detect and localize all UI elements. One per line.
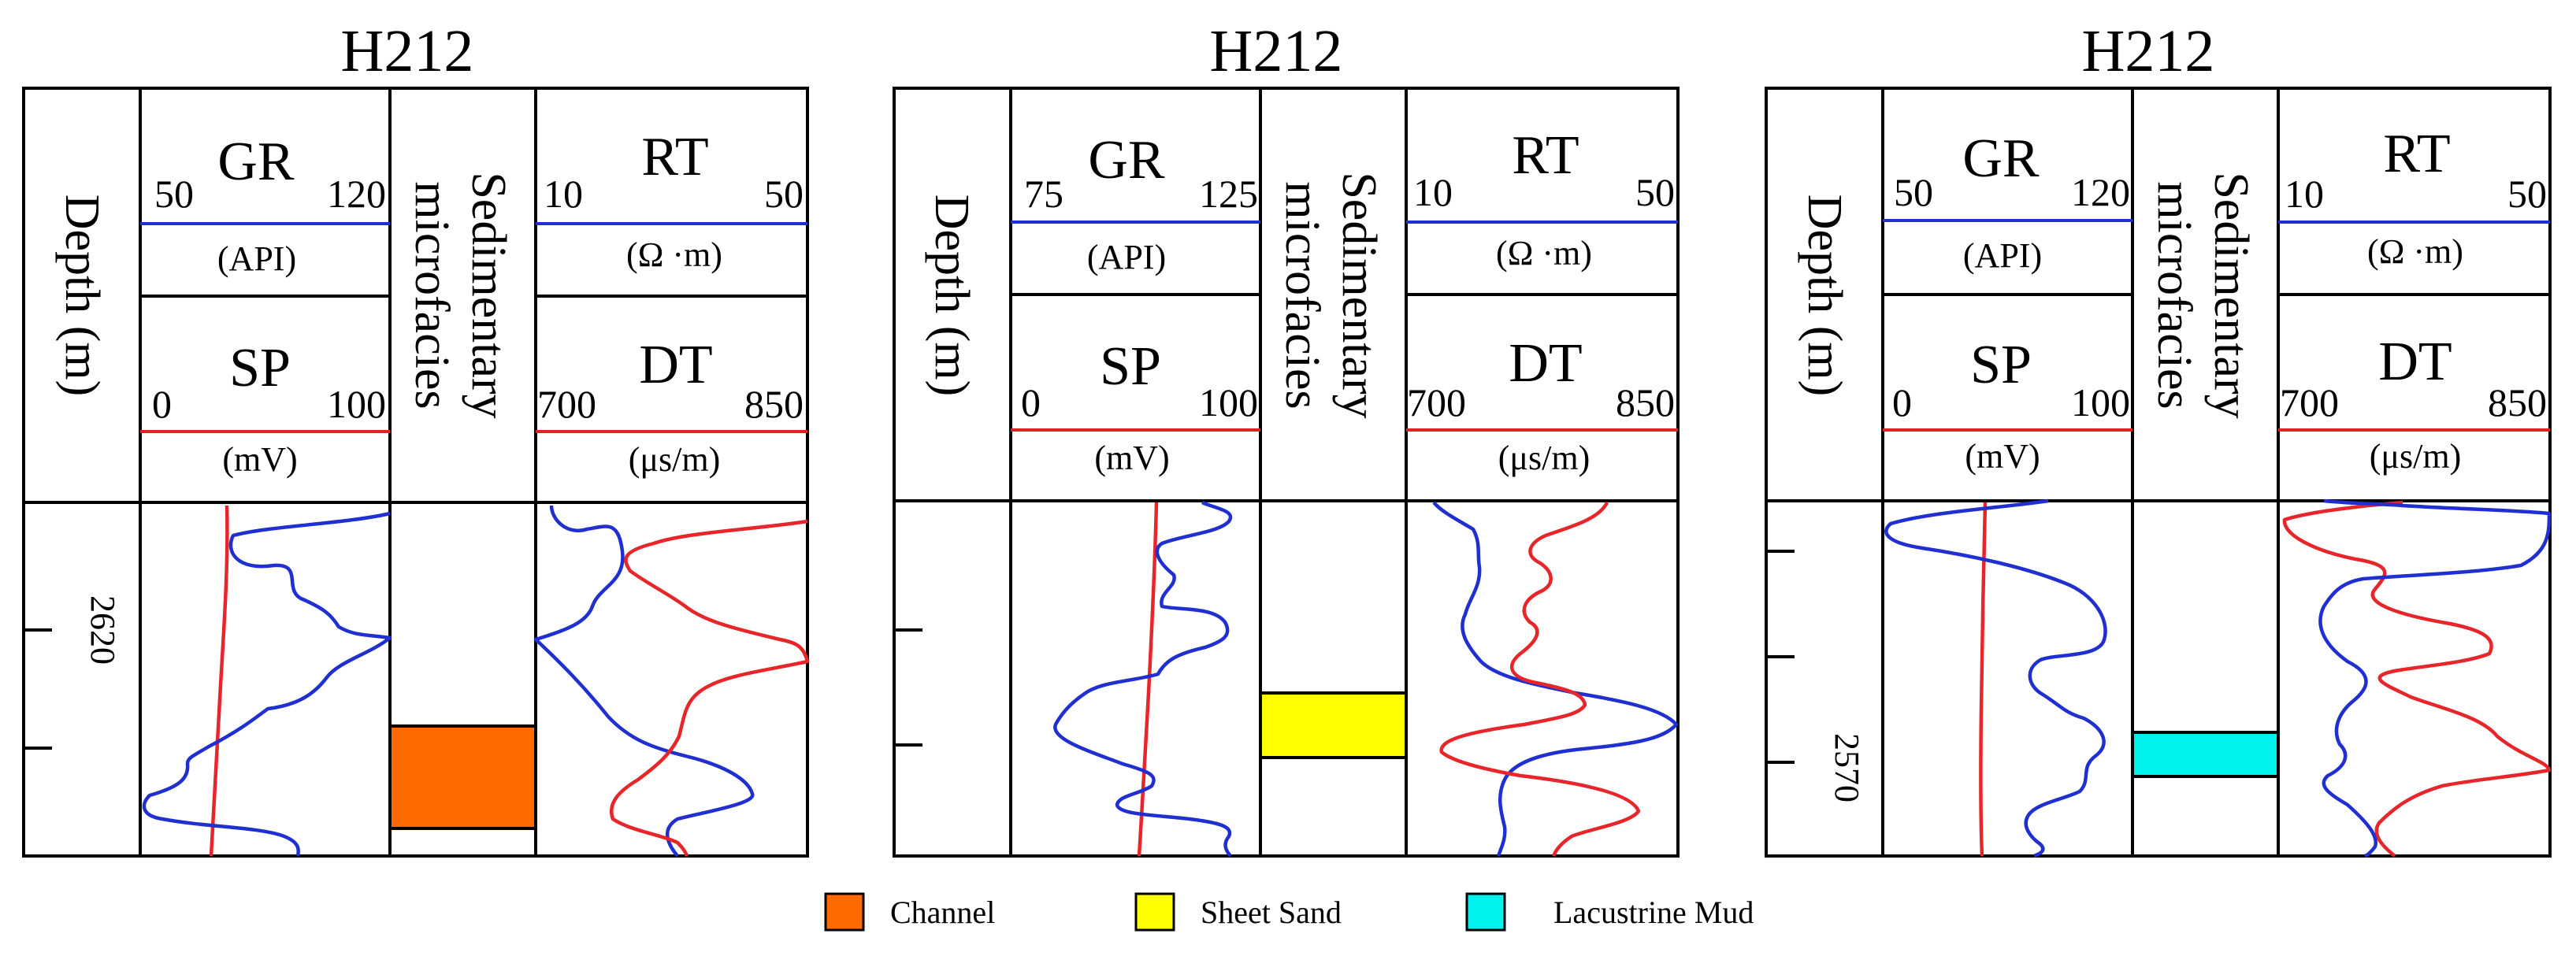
panel-frame	[22, 87, 809, 858]
legend-label-channel: Channel	[890, 895, 995, 930]
dt-max: 850	[2488, 380, 2547, 424]
depth-label: 2570	[1828, 733, 1866, 802]
facies-box-channel	[388, 724, 537, 830]
legend-swatch-sheet-sand	[1134, 892, 1175, 932]
rt-curve	[1432, 501, 1679, 857]
rt-min: 10	[1413, 170, 1453, 214]
gr-curve	[142, 511, 392, 857]
dt-label: DT	[1509, 333, 1582, 394]
facies-box-lacustrine-mud	[2131, 731, 2280, 778]
dt-max: 850	[1616, 380, 1675, 424]
gr-label: GR	[1962, 128, 2040, 189]
rt-max: 50	[764, 172, 804, 216]
sp-curve	[209, 505, 229, 857]
well-panel-1: H212 Depth (m) 50 GR 120 (API) 0 SP 100 …	[22, 18, 810, 858]
gr-unit: (API)	[217, 239, 296, 278]
dt-curve	[610, 519, 810, 857]
sp-min: 0	[1021, 380, 1041, 424]
rt-curve	[2318, 498, 2552, 858]
sp-label: SP	[229, 338, 291, 398]
depth-header: Depth (m)	[1798, 195, 1851, 397]
sp-min: 0	[152, 382, 172, 426]
well-panel-2: H212 Depth (m) 75 GR 125 (API) 0 SP 100 …	[893, 18, 1680, 858]
gr-min: 50	[154, 172, 194, 216]
well-title: H212	[2082, 18, 2215, 84]
dt-curve	[1439, 501, 1641, 857]
sp-curve	[1137, 502, 1159, 857]
rt-unit: (Ω ·m)	[2367, 232, 2463, 271]
rt-max: 50	[2507, 172, 2547, 216]
depth-header: Depth (m)	[925, 195, 978, 397]
sp-max: 100	[327, 382, 386, 426]
facies-header-line1: Sedimentary	[1332, 172, 1386, 418]
legend-label-sheet-sand: Sheet Sand	[1201, 895, 1342, 930]
sp-label: SP	[1970, 335, 2032, 395]
dt-curve	[2282, 500, 2552, 858]
panel-frame	[1765, 87, 2552, 858]
facies-header-line1: Sedimentary	[2204, 172, 2258, 418]
rt-label: RT	[2383, 124, 2450, 184]
rt-unit: (Ω ·m)	[626, 235, 722, 274]
facies-header-line2: microfacies	[2147, 181, 2201, 409]
gr-max: 120	[2071, 170, 2130, 214]
well-panel-3: H212 Depth (m) 50 GR 120 (API) 0 SP 100 …	[1765, 18, 2552, 858]
sp-label: SP	[1100, 336, 1161, 397]
dt-label: DT	[2378, 332, 2452, 392]
legend-swatch-lacustrine-mud	[1465, 892, 1506, 932]
rt-max: 50	[1635, 170, 1675, 214]
gr-label: GR	[1088, 130, 1165, 191]
depth-label: 2620	[84, 595, 122, 665]
facies-header-line1: Sedimentary	[462, 172, 515, 418]
dt-unit: (μs/m)	[629, 440, 720, 479]
facies-header-line2: microfacies	[405, 181, 458, 409]
dt-max: 850	[744, 382, 804, 426]
facies-box-sheet-sand	[1259, 691, 1408, 759]
dt-min: 700	[537, 382, 596, 426]
sp-unit: (mV)	[1965, 437, 2040, 476]
gr-min: 75	[1024, 172, 1063, 216]
sp-unit: (mV)	[222, 440, 297, 479]
gr-label: GR	[217, 132, 295, 192]
rt-label: RT	[1512, 125, 1579, 186]
sp-max: 100	[2071, 380, 2130, 424]
well-title: H212	[1210, 18, 1343, 84]
facies-header-line2: microfacies	[1275, 181, 1329, 409]
panel-frame	[893, 87, 1680, 858]
depth-header: Depth (m)	[55, 195, 109, 397]
gr-max: 125	[1199, 172, 1258, 216]
gr-unit: (API)	[1963, 236, 2042, 275]
sp-min: 0	[1892, 380, 1912, 424]
gr-unit: (API)	[1087, 238, 1166, 276]
legend-label-lacustrine-mud: Lacustrine Mud	[1553, 895, 1754, 930]
rt-label: RT	[641, 127, 708, 187]
gr-min: 50	[1894, 170, 1933, 214]
gr-max: 120	[327, 172, 386, 216]
sp-max: 100	[1199, 380, 1258, 424]
rt-curve	[533, 505, 755, 858]
rt-min: 10	[2285, 172, 2324, 216]
well-title: H212	[341, 18, 474, 84]
dt-min: 700	[1407, 380, 1466, 424]
rt-unit: (Ω ·m)	[1496, 234, 1592, 272]
dt-label: DT	[639, 335, 712, 395]
sp-unit: (mV)	[1094, 439, 1169, 477]
gr-curve	[1053, 500, 1233, 858]
gr-curve	[1884, 498, 2107, 858]
legend-swatch-channel	[824, 892, 865, 932]
rt-min: 10	[544, 172, 583, 216]
sp-curve	[1979, 502, 1988, 857]
dt-min: 700	[2280, 380, 2339, 424]
legend: Channel Sheet Sand Lacustrine Mud	[824, 892, 1754, 932]
dt-unit: (μs/m)	[2370, 437, 2461, 476]
dt-unit: (μs/m)	[1498, 439, 1590, 477]
